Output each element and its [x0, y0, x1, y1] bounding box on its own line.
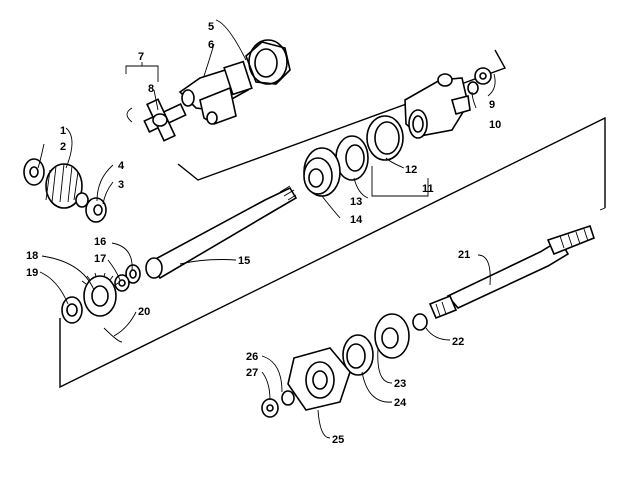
callout-1: 1: [60, 125, 66, 137]
output-yoke: [404, 73, 471, 139]
callout-4: 4: [118, 160, 125, 172]
callout-15: 15: [238, 255, 250, 267]
callout-11: 11: [422, 183, 434, 195]
callout-16: 16: [94, 236, 106, 248]
seal-ring: [366, 115, 404, 161]
yoke-assembly: [178, 39, 291, 125]
callout-18: 18: [26, 250, 38, 262]
callout-14: 14: [350, 214, 363, 226]
callout-24: 24: [394, 397, 407, 409]
diagram-frame-lines: [59, 49, 606, 389]
callout-3: 3: [118, 179, 124, 191]
universal-joint-cross: [126, 98, 187, 142]
bearing-upper: [303, 147, 341, 197]
callout-26: 26: [246, 351, 258, 363]
flange-group: [261, 347, 351, 418]
upper-shaft: [145, 185, 298, 280]
callout-22: 22: [452, 336, 464, 348]
lower-shaft: [428, 224, 595, 320]
callout-7: 7: [138, 51, 144, 63]
seal: [335, 135, 369, 181]
bevel-gear-group: [23, 158, 107, 223]
callout-23: 23: [394, 378, 406, 390]
callout-25: 25: [332, 434, 344, 446]
callout-6: 6: [208, 39, 214, 51]
callout-2: 2: [60, 141, 66, 153]
callout-17: 17: [94, 253, 106, 265]
leader-lines: [37, 19, 496, 439]
callout-labels: 1 2 3 4 5 6 7 8 9 10 11 12 13 14 15 16 1…: [26, 21, 501, 446]
callout-9: 9: [489, 99, 495, 111]
washers-top-right: [467, 67, 492, 95]
callout-13: 13: [350, 196, 362, 208]
callout-5: 5: [208, 21, 214, 33]
callout-20: 20: [138, 306, 150, 318]
bearing-lower: [342, 313, 428, 376]
callout-8: 8: [148, 83, 154, 95]
callout-21: 21: [458, 249, 470, 261]
callout-19: 19: [26, 267, 38, 279]
callout-27: 27: [246, 367, 258, 379]
sprocket-group: [61, 264, 141, 343]
callout-12: 12: [405, 164, 417, 176]
callout-10: 10: [489, 119, 501, 131]
